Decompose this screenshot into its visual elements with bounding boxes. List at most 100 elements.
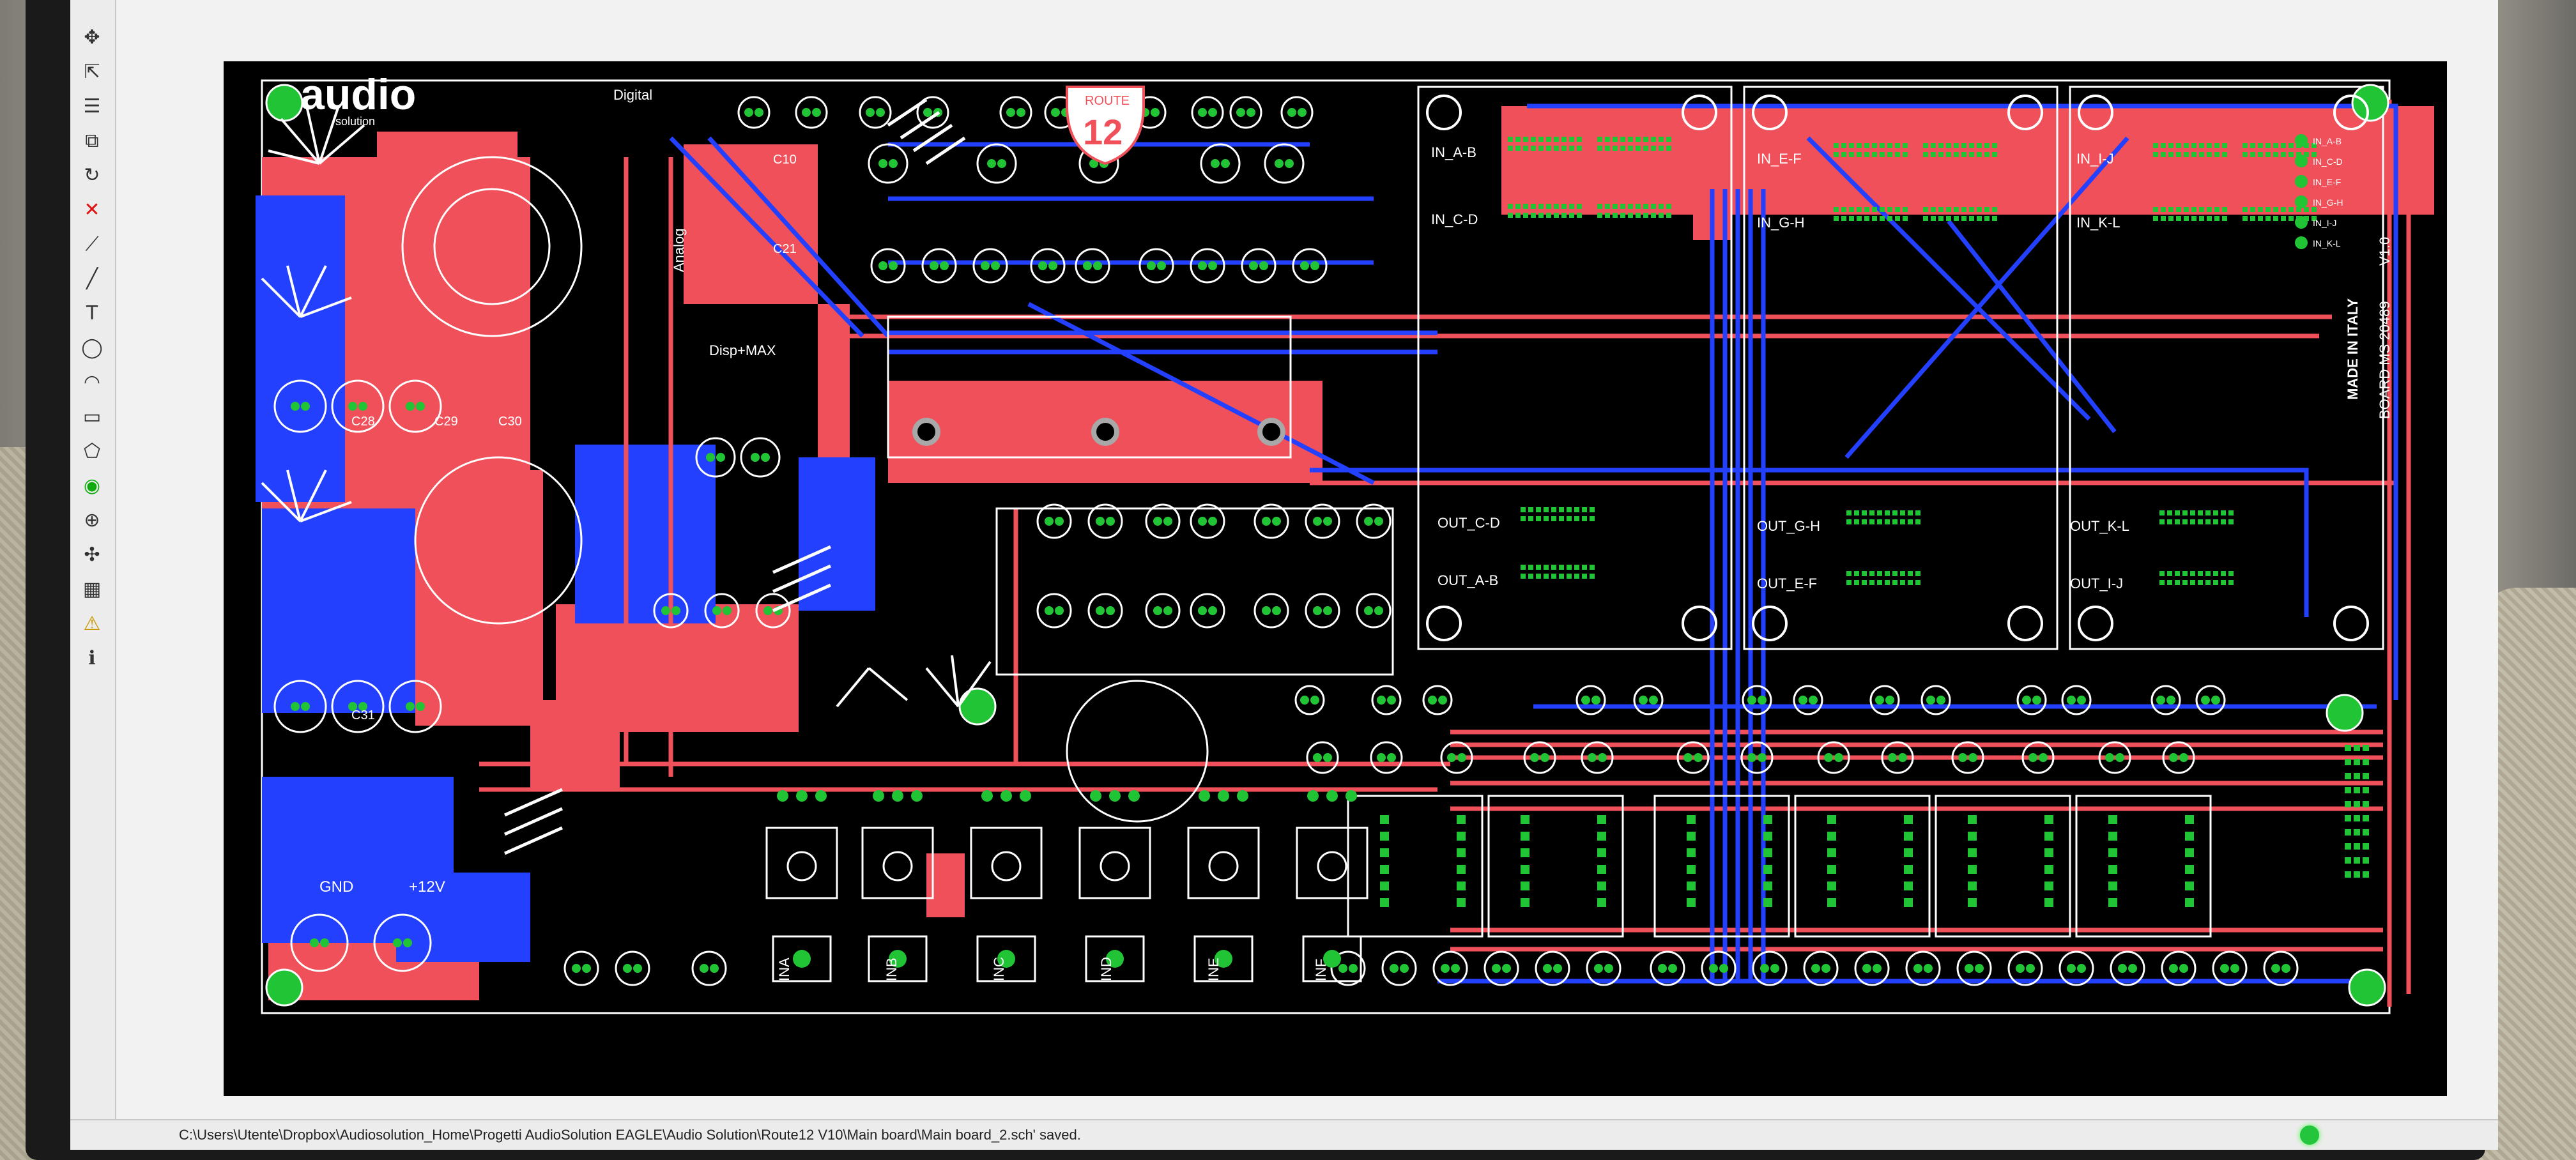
capacitor-outline (2161, 950, 2196, 986)
connector-pad (2198, 510, 2203, 515)
connector-pad (1849, 207, 1854, 212)
connector-pad (1531, 204, 1536, 209)
power-label-12v: +12V (409, 878, 445, 896)
power-label-gnd: GND (319, 878, 353, 896)
drc-icon[interactable]: ▦ (82, 577, 102, 600)
right-connector-pad (2295, 216, 2308, 229)
connector-pad (1849, 143, 1854, 148)
connector-pad (1643, 146, 1648, 151)
info-icon[interactable]: ℹ (88, 646, 96, 669)
board-canvas[interactable]: audio solution Digital Analog Disp+MAX G… (224, 61, 2447, 1096)
capacitor-outline (615, 950, 650, 986)
header-pad (2354, 787, 2360, 793)
ic-pad (1904, 865, 1913, 874)
capacitor-pad (1208, 108, 1217, 117)
transistor-pad (1346, 790, 1357, 802)
delete-icon[interactable]: ✕ (84, 198, 100, 221)
route-icon[interactable]: ⟋ (85, 233, 99, 256)
connector-pad (1954, 216, 1959, 221)
capacitor-pad (1163, 517, 1172, 526)
ic-pad (1521, 865, 1529, 874)
capacitor-pad (1885, 696, 1894, 705)
polygon-icon[interactable]: ⬠ (83, 439, 101, 462)
arc-icon[interactable]: ◠ (83, 370, 101, 393)
transistor-pad (815, 790, 827, 802)
connector-pad (2153, 216, 2158, 221)
connector-pad (1523, 204, 1528, 209)
capacitor-outline (388, 379, 442, 433)
capacitor-pad (1153, 606, 1162, 615)
move-icon[interactable]: ✥ (84, 26, 100, 49)
connector-pad (1900, 519, 1905, 524)
capacitor-pad (991, 261, 1000, 270)
capacitor-pad (403, 938, 412, 947)
header-pad (2345, 759, 2351, 765)
ratsnest-icon[interactable]: ✣ (84, 543, 100, 566)
capacitor-outline (1371, 685, 1402, 715)
capacitor-pad (406, 402, 415, 411)
capacitor-outline (1586, 950, 1621, 986)
capacitor-outline (737, 96, 770, 129)
connector-pad (2221, 580, 2226, 585)
connector-pad (1643, 213, 1648, 218)
connector-pad (1984, 216, 1989, 221)
capacitor-outline (1330, 950, 1366, 986)
errors-icon[interactable]: ⚠ (83, 612, 101, 635)
connector-pad (1984, 152, 1989, 157)
rectangle-icon[interactable]: ▭ (82, 405, 102, 428)
layers-icon[interactable]: ☰ (83, 95, 101, 118)
connector-pad (2153, 143, 2158, 148)
capacitor-pad (1649, 696, 1658, 705)
capacitor-pad (2220, 964, 2229, 973)
connector-pad (2168, 143, 2174, 148)
ic-pad (1904, 832, 1913, 841)
capacitor-pad (1824, 753, 1833, 762)
select-icon[interactable]: ⇱ (84, 60, 100, 83)
connector-pad (1872, 207, 1877, 212)
via-icon[interactable]: ◉ (83, 474, 101, 497)
ic-pad (1521, 881, 1529, 890)
wire-icon[interactable]: ╱ (86, 267, 98, 290)
capacitor-pad (1965, 964, 1974, 973)
capacitor-outline (1381, 950, 1417, 986)
connector-pad (2207, 216, 2212, 221)
capacitor-outline (1145, 593, 1181, 629)
capacitor-pad (1875, 696, 1884, 705)
capacitor-outline (1254, 503, 1289, 539)
connector-pad (1567, 516, 1572, 521)
connector-pad (2273, 207, 2278, 212)
capacitor-pad (416, 702, 425, 711)
connector-pad (2242, 152, 2248, 157)
connector-pad (1869, 519, 1874, 524)
connector-pad (1900, 571, 1905, 576)
connector-pad (2250, 207, 2255, 212)
connector-pad (2312, 152, 2317, 157)
capacitor-pad (2179, 964, 2188, 973)
connector-pad (2199, 152, 2204, 157)
connector-pad (1931, 207, 1936, 212)
capacitor-outline (653, 593, 689, 629)
connector-pad (2296, 152, 2301, 157)
ic-pad (1521, 898, 1529, 907)
capacitor-pad (1096, 606, 1105, 615)
connector-pad (2167, 571, 2172, 576)
hole-icon[interactable]: ⊕ (84, 508, 100, 531)
connector-pad (1908, 519, 1913, 524)
connector-pad (1915, 571, 1920, 576)
circle-icon[interactable]: ◯ (81, 336, 103, 359)
right-connector-label: IN_K-L (2313, 238, 2341, 248)
capacitor-pad (1006, 108, 1015, 117)
capacitor-outline (1356, 593, 1392, 629)
connector-pad (1841, 216, 1846, 221)
capacitor-pad (2230, 964, 2239, 973)
rotate-icon[interactable]: ↻ (84, 164, 100, 187)
text-icon[interactable]: T (86, 301, 98, 324)
ic-pad (1904, 898, 1913, 907)
capacitor-pad (1862, 964, 1871, 973)
connector-pad (1628, 137, 1633, 142)
connector-pad (2281, 152, 2286, 157)
connector-pad (2167, 580, 2172, 585)
connector-pad (1590, 507, 1595, 512)
copy-icon[interactable]: ⧉ (85, 129, 99, 152)
capacitor-pad (2169, 753, 2178, 762)
